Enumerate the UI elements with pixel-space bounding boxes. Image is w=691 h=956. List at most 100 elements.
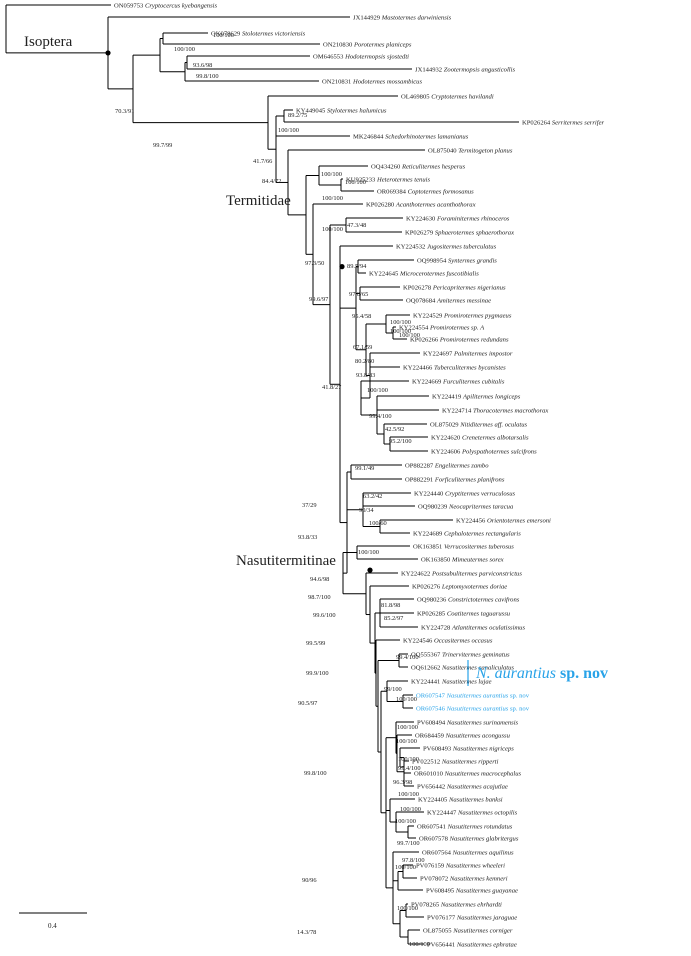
accession-number: KY224714 <box>442 407 473 414</box>
species-name: Termitogeton planus <box>458 147 513 154</box>
support-value: 84.4/72 <box>262 178 281 185</box>
support-value: 100/100 <box>397 724 418 731</box>
taxon-label: PV608495 Nasutitermes guayanae <box>426 887 518 894</box>
taxon-label: OP882291 Forficulitermes planifrons <box>405 476 505 483</box>
accession-number: PV022512 <box>412 758 442 765</box>
support-value: 100/100 <box>321 171 342 178</box>
taxon-label: KP026280 Acanthotermes acanthothorax <box>366 201 476 208</box>
accession-number: KP026279 <box>405 229 435 236</box>
taxon-label: OR601010 Nasutitermes macrocephalus <box>414 770 522 777</box>
accession-number: OR069384 <box>377 188 408 195</box>
support-value: 100/100 <box>398 791 419 798</box>
species-name: Nasutitermes aurantius <box>446 705 509 712</box>
accession-number: KY224697 <box>423 350 454 357</box>
taxon-label: ON210831 Hodotermes mossambicus <box>322 78 422 85</box>
taxon-label: OQ612662 Nasutitermes canaliculatus <box>411 664 514 671</box>
species-name: Mimeutermes sorex <box>451 556 504 563</box>
support-value: 85.2/97 <box>384 615 404 622</box>
support-value: 99/100 <box>384 686 402 693</box>
support-value: 100/60 <box>369 520 387 527</box>
taxon-label: OR607541 Nasutitermes rotundatus <box>417 823 513 830</box>
accession-number: OR607547 <box>416 692 447 699</box>
accession-number: KP026264 <box>522 119 552 126</box>
support-value: 100/100 <box>398 756 419 763</box>
support-value: 94.6/98 <box>310 576 329 583</box>
species-name: Stolotermes victoriensis <box>242 30 306 37</box>
taxon-label: KY224554 Promirotermes sp. A <box>399 324 485 331</box>
accession-number: KY224554 <box>399 324 430 331</box>
species-name: Engelitermes zambo <box>434 462 489 469</box>
taxon-label: KY224405 Nasutitermes banksi <box>418 796 503 803</box>
taxon-label: PV078265 Nasutitermes ehrhardti <box>411 901 502 908</box>
support-value: 100/100 <box>322 195 343 202</box>
support-value: 90/34 <box>359 507 374 514</box>
support-value: 100/100 <box>400 806 421 813</box>
clade-node-dot <box>339 264 345 270</box>
taxon-label: OQ980239 Neocapritermes taracua <box>418 503 514 510</box>
species-name: Promirotermes pygmaeus <box>443 312 512 319</box>
support-value: 14.3/78 <box>297 929 316 936</box>
support-value: 100/100 <box>174 46 195 53</box>
species-name: Neocapritermes taracua <box>448 503 514 510</box>
species-name: Nasutitermes acongussu <box>445 732 511 739</box>
taxon-label: KP026279 Sphaerotermes sphaerothorax <box>405 229 514 236</box>
taxon-label: OQ998954 Syntermes grandis <box>417 257 497 264</box>
accession-number: OK163851 <box>413 543 444 550</box>
species-name: Thoracotermes macrothorax <box>473 407 548 414</box>
species-name: Leptomyxotermes doriae <box>441 583 507 590</box>
species-name: Cephalotermes rectangularis <box>444 530 521 537</box>
support-value: 100/100 <box>367 387 388 394</box>
accession-number: KP026266 <box>410 336 440 343</box>
species-name: Cryptocercus kyebangensis <box>145 2 218 9</box>
sp-nov-tag: sp. nov <box>508 705 529 712</box>
support-value: 90.5/97 <box>298 700 318 707</box>
species-name: Heterotermes tenuis <box>376 176 430 183</box>
support-value: 100/100 <box>322 226 343 233</box>
taxon-label: OK078629 Stolotermes victoriensis <box>211 30 306 37</box>
accession-number: PV608494 <box>417 719 447 726</box>
accession-number: KY224441 <box>411 678 442 685</box>
species-name: Zootermopsis angusticollis <box>444 66 516 73</box>
support-value: 63.2/42 <box>363 493 382 500</box>
species-name: Syntermes grandis <box>448 257 497 264</box>
species-name: Hodotermes mossambicus <box>352 78 422 85</box>
species-name: Mastotermes darwiniensis <box>381 14 452 21</box>
species-name: Orientotermes emersoni <box>487 517 551 524</box>
support-value: 99.1/49 <box>355 465 374 472</box>
species-name: Crenetermes albotarsalis <box>462 434 529 441</box>
accession-number: ON210831 <box>322 78 353 85</box>
accession-number: MK246844 <box>353 133 385 140</box>
species-name: Occasitermes occasus <box>434 637 493 644</box>
accession-number: KY224405 <box>418 796 449 803</box>
species-name: Acanthotermes acanthothorax <box>395 201 476 208</box>
support-value: 100/100 <box>390 328 411 335</box>
taxon-label: KY224714 Thoracotermes macrothorax <box>442 407 548 414</box>
taxon-label: OR069384 Coptotermes formosanus <box>377 188 474 195</box>
accession-number: OP882291 <box>405 476 435 483</box>
taxon-label: KY224697 Palmitermes impostor <box>423 350 513 357</box>
taxon-label: OR607564 Nasutitermes aquilinus <box>422 849 514 856</box>
support-value: 97.8/65 <box>349 291 368 298</box>
accession-number: OQ078684 <box>406 297 437 304</box>
species-name: Nasutitermes ephratae <box>456 941 517 948</box>
clade-label-nasutitermitinae: Nasutitermitinae <box>236 553 336 569</box>
accession-number: KY224620 <box>431 434 462 441</box>
species-name: Furculitermes cubitalis <box>442 378 505 385</box>
accession-number: KU925233 <box>346 176 377 183</box>
species-name: Verrucositermes tuberosus <box>444 543 514 550</box>
species-name: Nasutitermes guayanae <box>455 887 518 894</box>
support-value: 99.5/99 <box>306 640 325 647</box>
taxon-label: KY449045 Stylotermes halumicus <box>296 107 387 114</box>
support-value: 100/100 <box>345 179 366 186</box>
accession-number: PV076159 <box>416 862 446 869</box>
accession-number: KY224622 <box>401 570 432 577</box>
support-value: 99.9/100 <box>306 670 329 677</box>
accession-number: JX144932 <box>415 66 444 73</box>
accession-number: KY224440 <box>414 490 445 497</box>
support-value: 100/100 <box>390 319 411 326</box>
accession-number: OR607546 <box>416 705 447 712</box>
species-name: Atlantitermes oculatissimus <box>451 624 526 631</box>
species-name: Hodotermopsis sjostedti <box>344 53 409 60</box>
accession-number: OL875055 <box>423 927 453 934</box>
species-name: Constrictotermes cavifrons <box>448 596 520 603</box>
